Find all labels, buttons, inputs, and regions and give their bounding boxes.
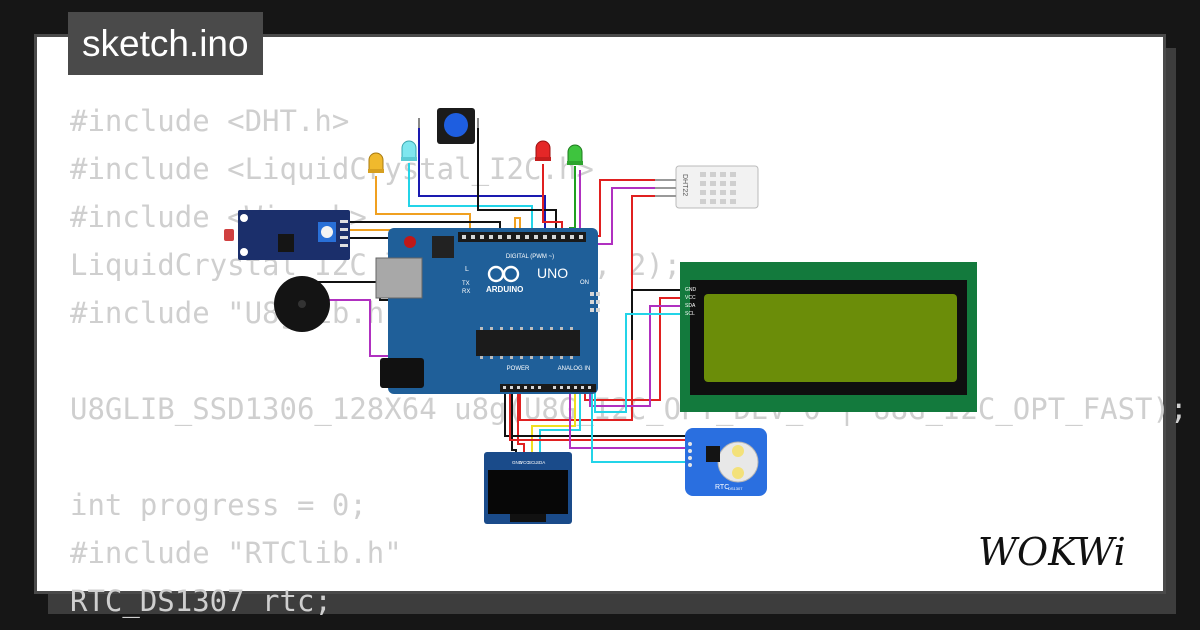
wokwi-logo: WOKWi <box>978 530 1126 574</box>
led-red[interactable] <box>535 140 551 161</box>
photoresistor-module[interactable] <box>224 210 350 260</box>
ldr-hole-1 <box>240 214 248 222</box>
rtc-battery-contact-1 <box>732 445 744 457</box>
rtc-chip-label: DS1307 <box>728 486 743 491</box>
led-yellow[interactable] <box>368 152 384 173</box>
lcd-pin-gnd: GND <box>685 287 697 293</box>
led-green[interactable] <box>567 144 583 165</box>
wire-oled-vcc <box>517 390 525 458</box>
ldr-comparator <box>278 234 294 252</box>
dht-pins <box>655 179 676 197</box>
rx-label: RX <box>462 289 470 295</box>
oled-pin-scl: SCL <box>528 460 537 465</box>
digital-header <box>458 232 586 242</box>
wire-button-gnd <box>477 126 557 240</box>
board-model: UNO <box>537 265 568 281</box>
oled-ribbon <box>510 514 546 522</box>
wire-lcd-vcc <box>584 297 680 401</box>
rtc-label: RTC <box>715 484 729 491</box>
reset-knob <box>404 236 416 248</box>
atmega-chip <box>476 330 580 356</box>
wire-rtc-gnd <box>504 390 691 444</box>
lcd-pin-vcc: VCC <box>685 295 696 301</box>
wire-button <box>418 126 546 240</box>
rtc-battery-contact-2 <box>732 467 744 479</box>
wire-cyan-led <box>408 163 533 240</box>
chip-legs <box>480 327 573 359</box>
oled-pin-gnd: GND <box>512 460 523 465</box>
power-label: POWER <box>507 366 530 372</box>
rtc-module[interactable]: RTC DS1307 <box>685 428 767 496</box>
lcd-pin-scl: SCL <box>685 311 695 317</box>
lcd-pin-sda: SDA <box>685 303 696 309</box>
ldr-pot-knob <box>321 226 333 238</box>
lcd-display[interactable]: GND VCC SDA SCL <box>680 262 977 412</box>
push-button[interactable] <box>418 108 479 144</box>
rtc-pins <box>688 442 692 467</box>
led-cyan[interactable] <box>401 140 417 161</box>
digital-pins <box>462 235 583 239</box>
oled-pin-sda: SDA <box>536 460 545 465</box>
power-jack <box>380 358 424 388</box>
dht-label: DHT22 <box>681 174 688 196</box>
sketch-tab-label: sketch.ino <box>82 23 249 64</box>
wire-yellow-led <box>375 176 471 240</box>
ldr-hole-2 <box>240 248 248 256</box>
rtc-chip <box>706 446 720 462</box>
l-led-label: L <box>465 266 469 273</box>
oled-screen <box>488 470 568 514</box>
code-line: U8GLIB_SSD1306_128X64 u8g(U8G_I2C_OPT_DE… <box>70 392 1188 426</box>
wire-lcd-gnd <box>631 289 680 340</box>
sketch-tab[interactable]: sketch.ino <box>68 12 263 75</box>
arduino-uno-board[interactable]: DIGITAL (PWM ~) L TX RX UNO ARDUINO ON P… <box>375 228 600 394</box>
wire-oled-gnd <box>511 390 517 458</box>
code-line: int progress = 0; <box>70 488 367 522</box>
tx-label: TX <box>462 281 470 287</box>
wire-lcd-scl <box>594 313 680 413</box>
buzzer[interactable] <box>274 276 330 332</box>
wokwi-logo-text: WOKWi <box>978 530 1126 574</box>
wire-oled-scl <box>531 390 576 458</box>
wire-oled-sda <box>539 390 581 458</box>
bottom-pins <box>503 386 591 389</box>
dht22-sensor[interactable]: DHT22 <box>655 165 759 209</box>
board-brand: ARDUINO <box>486 285 523 294</box>
arduino-logo-icon <box>487 265 520 283</box>
code-line: #include "RTClib.h" <box>70 536 402 570</box>
wire-dht-gnd <box>519 195 655 421</box>
ldr-pins <box>340 220 348 247</box>
button-cap <box>444 113 468 137</box>
code-line: RTC_DS1307 rtc; <box>70 584 332 618</box>
oled-pin-vcc: VCC <box>520 460 530 465</box>
ldr-cell <box>224 229 234 241</box>
lcd-screen <box>704 294 957 382</box>
bottom-header <box>500 384 596 392</box>
reset-button[interactable] <box>432 236 454 258</box>
icsp-header <box>590 292 600 312</box>
wire-lcd-sda <box>589 305 680 407</box>
on-label: ON <box>580 280 589 286</box>
dht-grille <box>700 172 736 204</box>
code-line: #include <DHT.h> <box>70 104 350 138</box>
digital-label: DIGITAL (PWM ~) <box>506 254 554 260</box>
wire-rtc-scl <box>591 390 691 464</box>
oled-display[interactable]: GND VCC SCL SDA <box>484 452 572 524</box>
buzzer-hole <box>298 300 306 308</box>
usb-port <box>375 257 423 299</box>
analog-label: ANALOG IN <box>558 366 591 372</box>
